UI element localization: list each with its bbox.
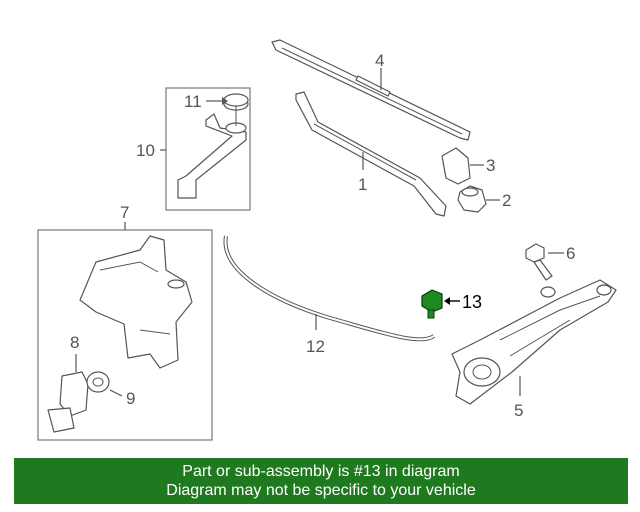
wiper-blade-part-4[interactable] <box>271 39 471 141</box>
callout-10: 10 <box>136 141 155 160</box>
wiper-motor-linkage-part-5[interactable] <box>451 279 617 405</box>
highlighted-part-13[interactable] <box>421 289 443 319</box>
banner-line-2: Diagram may not be specific to your vehi… <box>166 482 476 499</box>
washer-pump-part-8[interactable] <box>47 371 89 433</box>
washer-hose-part-12[interactable] <box>223 235 436 342</box>
callout-9: 9 <box>126 389 135 408</box>
callout-8: 8 <box>70 333 79 352</box>
callout-3: 3 <box>486 156 495 175</box>
bolt-part-6[interactable] <box>525 243 553 281</box>
grommet-part-9[interactable] <box>86 371 110 393</box>
callout-7: 7 <box>120 203 129 222</box>
wiper-arm-part-1[interactable] <box>295 91 447 217</box>
callout-1: 1 <box>358 175 367 194</box>
callout-6: 6 <box>566 244 575 263</box>
callout-12: 12 <box>306 337 325 356</box>
arm-cover-part-3[interactable] <box>441 147 471 185</box>
callout-2: 2 <box>502 191 511 210</box>
callout-13: 13 <box>462 292 482 312</box>
rear-wiper-arm-part-10[interactable] <box>177 113 247 199</box>
washer-reservoir[interactable] <box>79 235 193 369</box>
info-banner: Part or sub-assembly is #13 in diagram D… <box>14 458 628 504</box>
nut-part-2[interactable] <box>457 185 487 213</box>
callout-4: 4 <box>375 51 384 70</box>
banner-line-1: Part or sub-assembly is #13 in diagram <box>182 463 460 480</box>
callout-11: 11 <box>184 92 202 111</box>
parts-diagram: 4 1 3 2 11 10 7 <box>37 39 617 441</box>
callout-5: 5 <box>514 401 523 420</box>
